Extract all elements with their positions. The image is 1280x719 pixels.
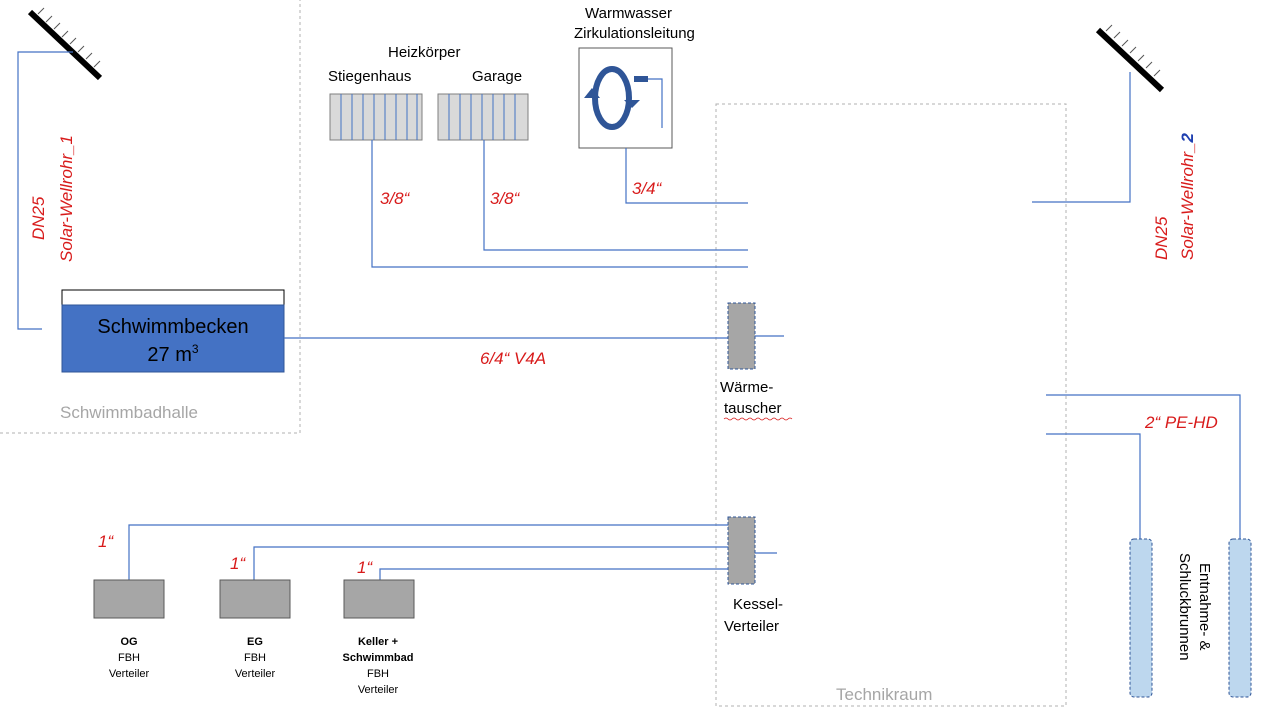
- verteiler-keller-l2: FBH: [367, 668, 389, 680]
- pipe-eg: [253, 546, 728, 580]
- waermetauscher-device: [727, 302, 756, 370]
- technikraum-boundary: [715, 103, 1067, 707]
- pipe-zirkulation: [625, 148, 748, 204]
- solar-collector-2: [1095, 24, 1165, 93]
- pipe-stiegenhaus: [371, 140, 748, 268]
- brunnen-label-2: Schluckbrunnen: [1176, 553, 1193, 661]
- pipe-keller: [379, 568, 728, 580]
- verteiler-eg-l3: Verteiler: [235, 668, 276, 680]
- pipe-og: [128, 524, 728, 580]
- kessel-label-1: Kessel-: [733, 596, 783, 613]
- verteiler-eg-box: [219, 579, 291, 619]
- solar-pipe-1: [17, 51, 73, 330]
- pool: [61, 289, 285, 373]
- verteiler-eg-l2: FBH: [244, 652, 266, 664]
- schwimmbadhalle-label: Schwimmbadhalle: [60, 403, 198, 422]
- verteiler-keller-title: Keller +: [358, 636, 398, 648]
- pipe-garage: [483, 140, 748, 251]
- brunnen-schluck: [1228, 538, 1252, 698]
- waermetauscher-label-1: Wärme-: [720, 379, 773, 396]
- verteiler-keller-l3: Verteiler: [358, 684, 399, 696]
- schwimmbadhalle-boundary: [0, 0, 301, 434]
- verteiler-og-box: [93, 579, 165, 619]
- radiator-garage: [437, 93, 529, 141]
- verteiler-og-l2: FBH: [118, 652, 140, 664]
- pipe-garage-label: 3/8“: [490, 189, 521, 208]
- pipe-og-label: 1“: [98, 532, 114, 551]
- verteiler-keller-box: [343, 579, 415, 619]
- circulation-pump-icon: [578, 47, 673, 149]
- stiegenhaus-label: Stiegenhaus: [328, 68, 411, 85]
- waermetauscher-label-2: tauscher: [724, 400, 782, 417]
- technikraum-label: Technikraum: [836, 685, 932, 704]
- pipe-brunnen-label: 2“ PE-HD: [1144, 413, 1218, 432]
- pool-volume: 27 m3: [147, 342, 198, 366]
- solar-1-name-label: Solar-Wellrohr_1: [57, 135, 76, 262]
- pipe-keller-label: 1“: [357, 558, 373, 577]
- solar-1-dn-label: DN25: [29, 196, 48, 240]
- brunnen-entnahme: [1129, 538, 1153, 698]
- kessel-label-2: Verteiler: [724, 618, 779, 635]
- solar-2-dn-label: DN25: [1152, 216, 1171, 260]
- brunnen-label-1: Entnahme- &: [1196, 563, 1213, 651]
- pipe-brunnen-2: [1046, 433, 1141, 539]
- verteiler-og-title: OG: [120, 636, 137, 648]
- kessel-verteiler-device: [727, 516, 756, 585]
- heizkoerper-title: Heizkörper: [388, 44, 461, 61]
- verteiler-eg-title: EG: [247, 636, 263, 648]
- warmwasser-title: Warmwasser: [585, 5, 672, 22]
- zirkulation-title: Zirkulationsleitung: [574, 25, 695, 42]
- solar-pipe-2: [1032, 72, 1131, 203]
- verteiler-keller-title2: Schwimmbad: [343, 652, 414, 664]
- solar-collector-1: [27, 7, 103, 81]
- pipe-brunnen-1: [1046, 394, 1241, 539]
- pipe-zirkulation-label: 3/4“: [632, 179, 663, 198]
- pipe-stiegenhaus-label: 3/8“: [380, 189, 411, 208]
- radiator-stiegenhaus: [329, 93, 423, 141]
- spellcheck-underline: [723, 417, 793, 421]
- solar-2-name-label: Solar-Wellrohr_2: [1178, 133, 1197, 260]
- pipe-eg-label: 1“: [230, 554, 246, 573]
- pool-name: Schwimmbecken: [97, 316, 248, 338]
- pipe-pool-label: 6/4“ V4A: [480, 349, 546, 368]
- verteiler-og-l3: Verteiler: [109, 668, 150, 680]
- garage-label: Garage: [472, 68, 522, 85]
